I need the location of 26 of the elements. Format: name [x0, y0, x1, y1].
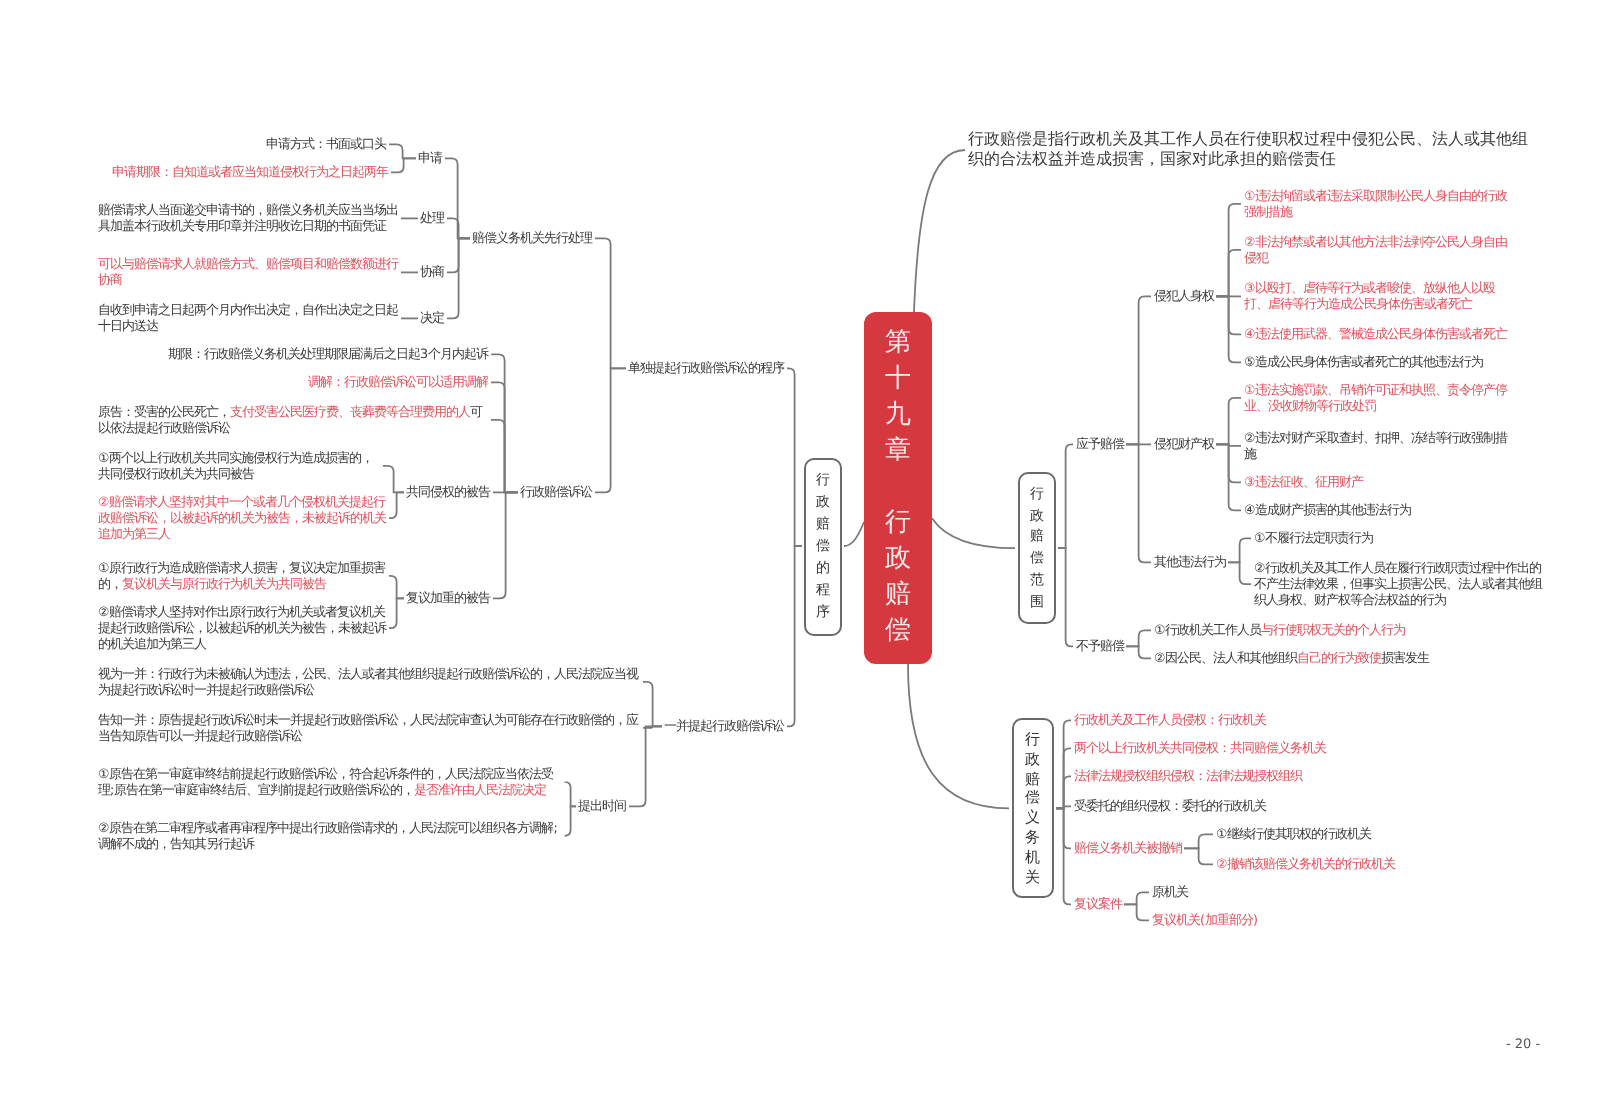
connector-line: [388, 491, 405, 520]
connector-line: [400, 217, 419, 220]
connector-line: [1125, 645, 1152, 660]
connector-line: [1183, 847, 1214, 866]
connector-line: [786, 545, 803, 728]
connector-line: [1123, 903, 1150, 922]
connector-line: [563, 805, 577, 837]
connector-line: [400, 271, 419, 274]
connector-line: [388, 597, 405, 630]
chapter-title-box: [864, 312, 932, 664]
connector-line: [446, 237, 471, 320]
connector-line: [913, 149, 966, 313]
connector-line: [390, 157, 417, 174]
connector-line: [1227, 561, 1252, 586]
connector-line: [1215, 295, 1242, 364]
connector-line: [1055, 807, 1072, 906]
connector-line: [907, 663, 1010, 810]
connector-line: [931, 517, 1016, 550]
chapter-number: 第十九章: [883, 326, 913, 470]
connector-line: [843, 521, 865, 547]
chapter-title: 行政赔偿: [883, 506, 913, 650]
connector-line: [563, 780, 577, 808]
connector-line: [400, 317, 419, 320]
connector-line: [1057, 547, 1074, 648]
definition-text: 行政赔偿是指行政机关及其工作人员在行使职权过程中侵犯公民、法人或其他组织的合法权益并造成损害，国家对此承担的赔偿责任: [968, 129, 1536, 171]
connector-line: [1215, 443, 1242, 512]
